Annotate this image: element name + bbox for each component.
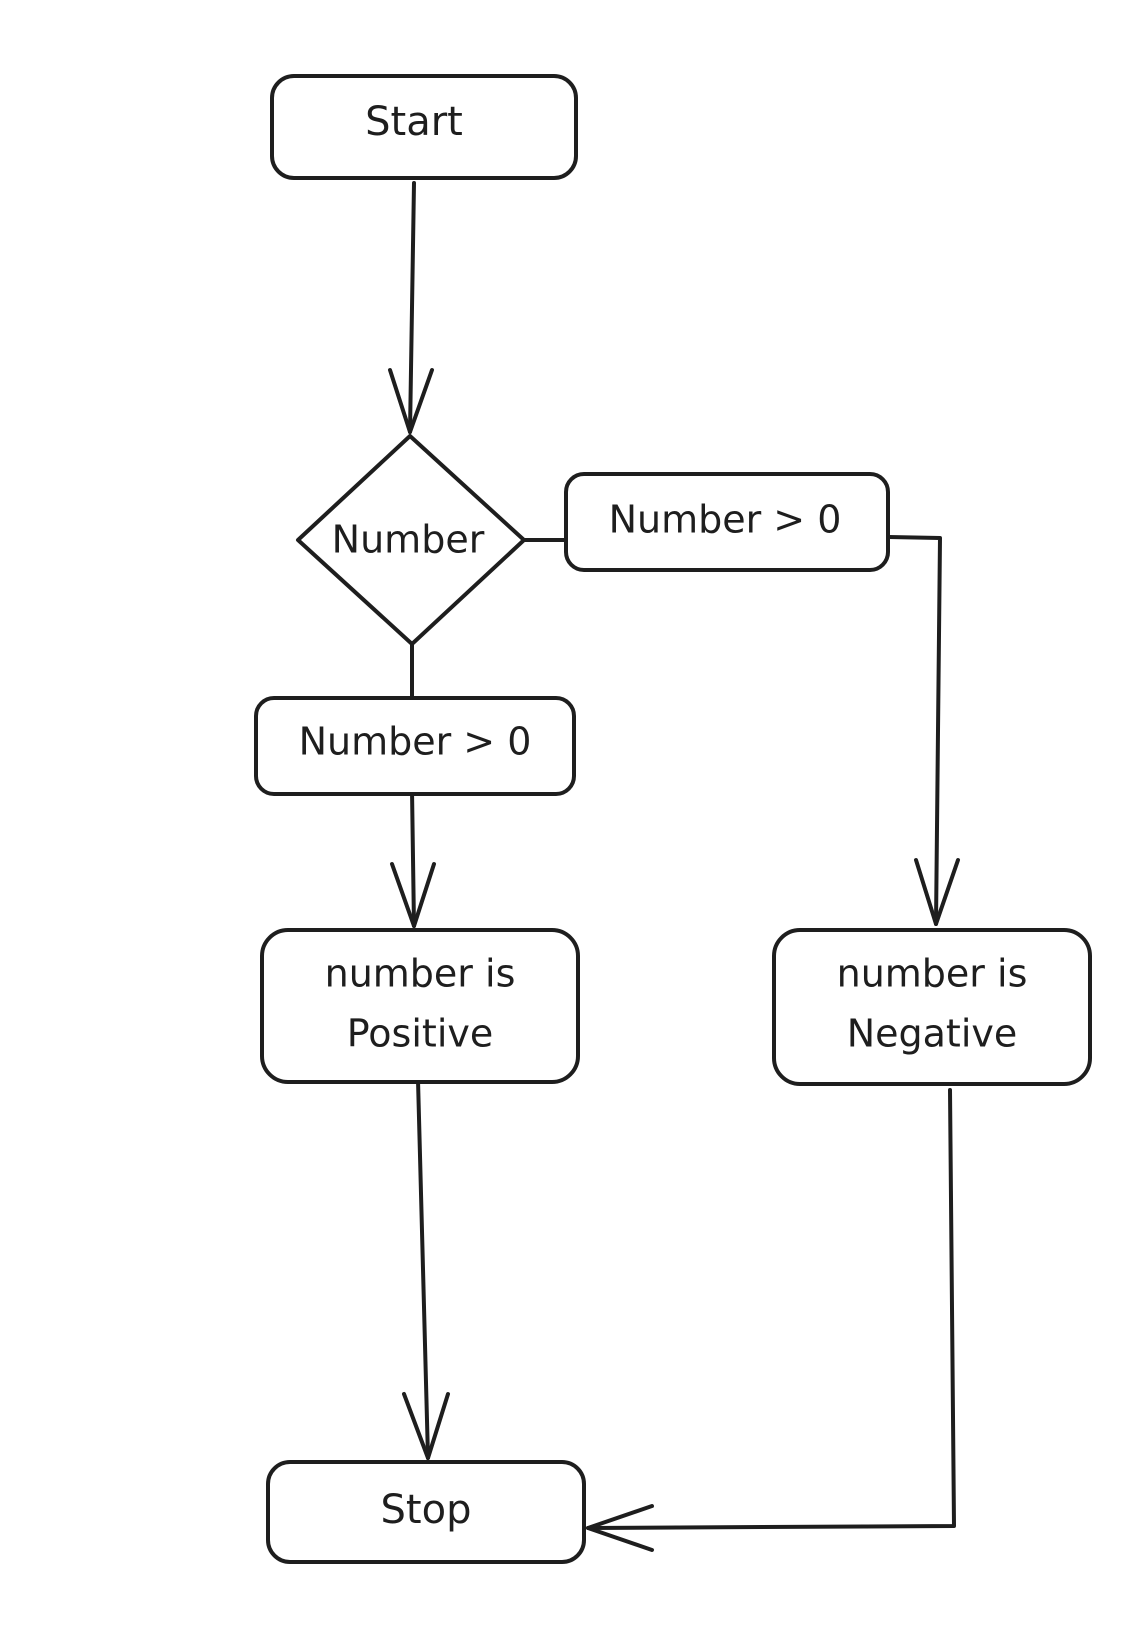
negative-line1: number is — [837, 952, 1028, 996]
condition-down-node: Number > 0 — [254, 696, 576, 796]
start-node: Start — [270, 74, 578, 180]
edge-start-to-decision — [388, 181, 434, 434]
edge-cond-right-to-negative — [886, 535, 960, 926]
positive-line2: Positive — [347, 1012, 494, 1056]
condition-right-node: Number > 0 — [564, 472, 890, 572]
condition-down-label: Number > 0 — [299, 720, 532, 764]
stop-node: Stop — [266, 1460, 586, 1564]
edge-positive-to-stop — [402, 1078, 450, 1460]
negative-node: number is Negative — [772, 928, 1092, 1086]
condition-right-label: Number > 0 — [609, 498, 842, 542]
positive-node: number is Positive — [260, 928, 580, 1084]
decision-node: Number — [296, 434, 526, 646]
positive-line1: number is — [325, 952, 516, 996]
stop-label: Stop — [381, 1487, 472, 1533]
edge-negative-to-stop — [586, 1088, 956, 1552]
start-label: Start — [365, 99, 463, 145]
edge-cond-down-to-positive — [390, 788, 436, 928]
negative-line2: Negative — [847, 1012, 1018, 1056]
decision-label: Number — [332, 518, 485, 562]
